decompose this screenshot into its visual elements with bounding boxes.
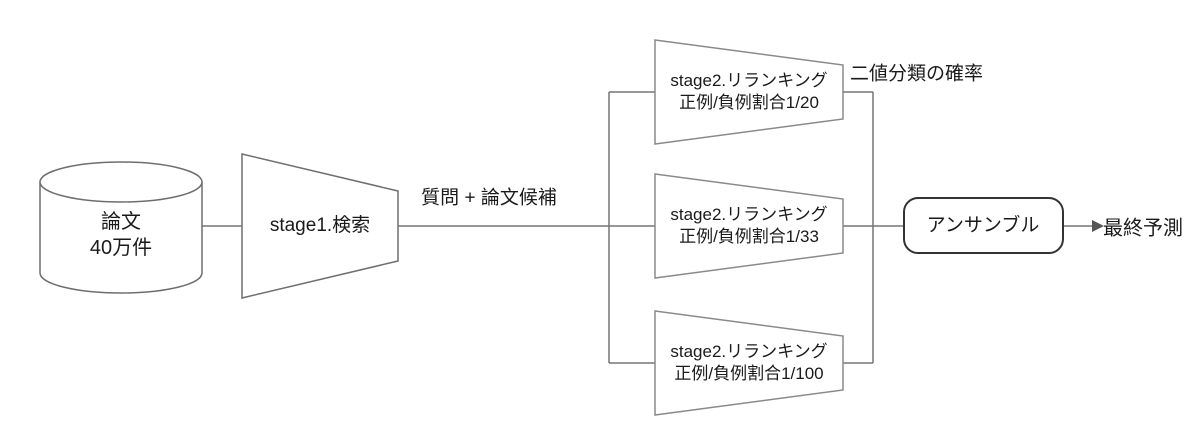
database-label-line1: 論文 — [101, 211, 141, 233]
stage1-trapezoid-shape — [241, 153, 399, 299]
rerank-20-trapezoid-shape — [654, 39, 844, 145]
database-label-line2: 40万件 — [89, 237, 153, 259]
database-label: 論文 40万件 — [90, 209, 152, 261]
rerank-100-label-line2: 正例/負例割合1/100 — [674, 364, 824, 383]
database-cylinder-shape — [39, 161, 203, 294]
cylinder-top — [39, 161, 203, 203]
rerank-100-label: stage2.リランキング 正例/負例割合1/100 — [670, 341, 827, 385]
edge-label-query-candidates: 質問 + 論文候補 — [421, 187, 557, 209]
rerank-33-label: stage2.リランキング 正例/負例割合1/33 — [670, 204, 827, 248]
connector-lines — [202, 91, 1092, 364]
rerank-100-label-line1: stage2.リランキング — [670, 342, 828, 361]
rerank-33-trapezoid-shape — [654, 173, 844, 279]
arrow-head-icon — [1092, 220, 1104, 232]
rerank-33-label-line1: stage2.リランキング — [670, 205, 828, 224]
cylinder-body — [39, 182, 203, 294]
probability-label: 二値分類の確率 — [850, 63, 984, 85]
rerank-20-label-line1: stage2.リランキング — [670, 71, 828, 90]
rerank-20-label-line2: 正例/負例割合1/20 — [679, 93, 819, 112]
rerank-20-label: stage2.リランキング 正例/負例割合1/20 — [670, 70, 827, 114]
rerank-33-label-line2: 正例/負例割合1/33 — [679, 227, 819, 246]
ensemble-box-shape — [903, 197, 1064, 254]
output-label: 最終予測 — [1103, 217, 1183, 240]
stage1-label: stage1.検索 — [269, 215, 371, 236]
rerank-100-trapezoid-shape — [654, 310, 844, 416]
ensemble-label: アンサンブル — [926, 215, 1040, 236]
